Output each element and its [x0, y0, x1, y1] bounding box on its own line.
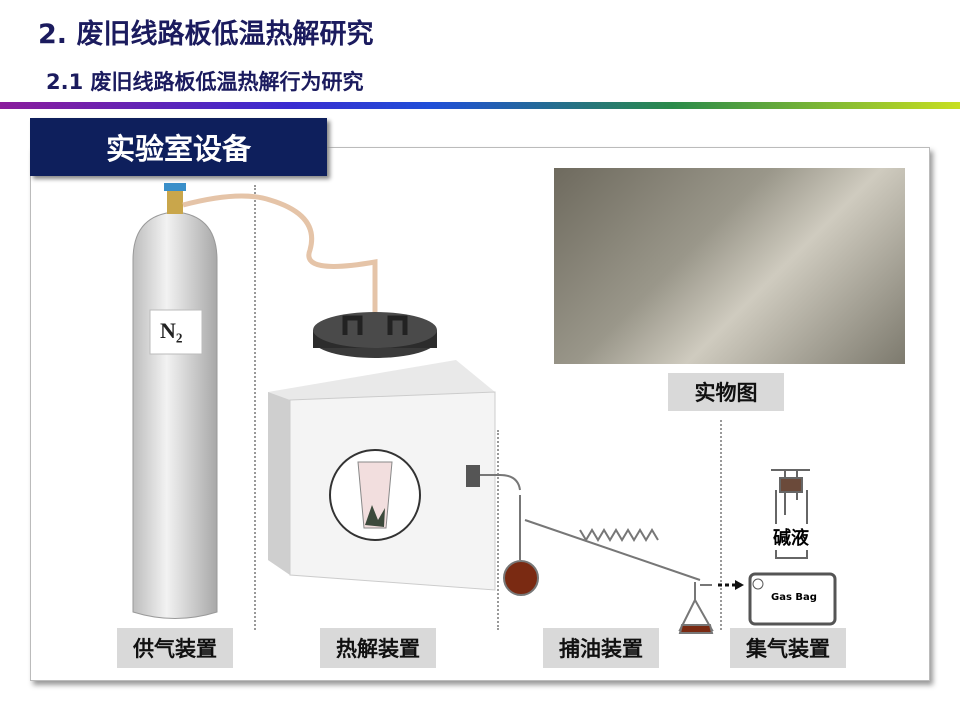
divider: [254, 185, 256, 630]
photo-label: 实物图: [668, 373, 784, 411]
cylinder-label: N₂: [160, 318, 183, 343]
section-title: 实验室设备: [30, 118, 327, 176]
n2-cylinder: [132, 183, 218, 619]
stage-label-gas-supply: 供气装置: [117, 628, 233, 668]
gradient-divider: [0, 102, 960, 109]
divider: [720, 420, 722, 630]
pyrolysis-furnace: [268, 312, 496, 591]
page-title: 2. 废旧线路板低温热解研究: [38, 19, 374, 50]
stage-label-gas-collection: 集气装置: [730, 628, 846, 668]
gas-bag: [748, 572, 837, 626]
divider: [497, 430, 499, 630]
alkali-label: 碱液: [773, 524, 809, 550]
equipment-photo: [554, 168, 905, 364]
stage-label-pyrolysis: 热解装置: [320, 628, 436, 668]
gas-bag-label: Gas Bag: [771, 592, 817, 603]
stage-label-oil-trap: 捕油装置: [543, 628, 659, 668]
oil-trap: [480, 474, 714, 634]
page-subtitle: 2.1 废旧线路板低温热解行为研究: [46, 70, 364, 94]
